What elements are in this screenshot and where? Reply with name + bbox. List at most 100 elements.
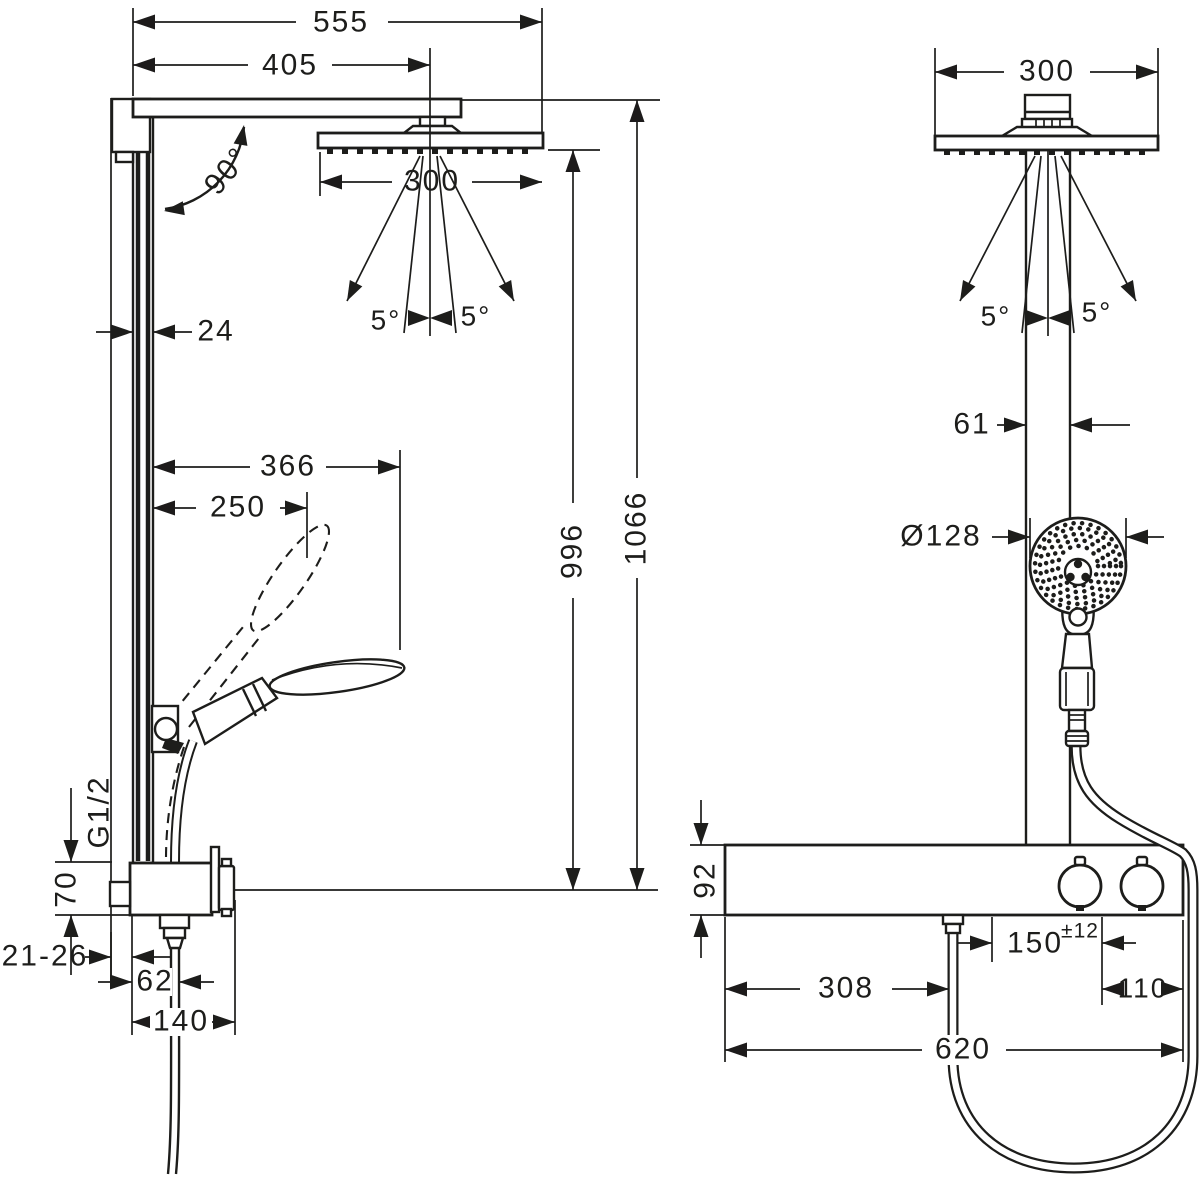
temperature-knob: [1119, 863, 1165, 909]
hub-hole-right: [1081, 572, 1090, 582]
wall-bracket-step: [114, 150, 135, 164]
outlet-step2: [162, 926, 187, 940]
spray-arrow-left: [347, 280, 363, 301]
dim-total-width-label: 555: [313, 6, 369, 39]
thermostat-valve-side: [108, 845, 658, 1175]
knob-tab-top: [220, 857, 233, 868]
dim-overhead-width-side-label: 300: [404, 165, 460, 198]
dim-valve-height-label: 70: [50, 870, 83, 907]
angle-bowtie-right-front: [1048, 310, 1070, 326]
valve-knob-side: [217, 864, 236, 912]
dim-knob-edge-label: 110: [1118, 973, 1169, 1004]
spray-outer-left: [346, 155, 421, 302]
ceiling-connector: [1023, 93, 1072, 121]
dimensions-side: 555 405 300 24 366 250: [2, 6, 660, 1038]
dim-handshower-diameter-label: Ø128: [900, 520, 981, 553]
hub-hole-top: [1073, 559, 1083, 569]
hose-nut: [1064, 729, 1090, 748]
spray-outer-right: [439, 155, 515, 302]
dim-bar-outlet-label: 308: [818, 972, 874, 1005]
spray-cone-side: 5° 5°: [346, 48, 515, 336]
spray-outer-right-front: [1060, 155, 1137, 302]
handshower-head-solid: [268, 658, 406, 696]
shower-arm: [131, 97, 463, 119]
side-view: 5° 5° 90°: [2, 6, 660, 1175]
dim-bar-width-label: 620: [935, 1033, 991, 1066]
angle-bowtie-left-front: [1026, 310, 1048, 326]
dim-spray-right-front-label: 5°: [1082, 297, 1113, 328]
dim-overhead-width-front-label: 300: [1019, 55, 1075, 88]
dim-thread-label: G1/2: [83, 775, 116, 848]
hang-hole: [1068, 607, 1088, 627]
dim-bar-depth-label: 24: [197, 315, 234, 348]
handle-joint2: [251, 683, 268, 712]
dim-pipe-width-label: 61: [953, 408, 990, 441]
select-knob: [1057, 863, 1103, 909]
handle-sleeve: [1058, 666, 1096, 712]
thermostat-bar-front: [723, 843, 1185, 917]
bottom-hose-right-edge: [174, 947, 181, 1175]
hub-hole-left: [1066, 572, 1075, 582]
angle-bowtie-right: [430, 310, 452, 326]
arm-angle-annotation: 90°: [164, 125, 256, 216]
dim-spray-left-front-label: 5°: [981, 301, 1012, 332]
hose-front: [947, 745, 1199, 1174]
dim-hose-offset-label: 62: [136, 965, 173, 998]
spray-cone-front: 5° 5°: [959, 100, 1137, 336]
dim-wall-distance-label: 21-26: [2, 940, 89, 973]
spray-arrow-left-front: [960, 280, 976, 301]
angle-arrow-bottom: [164, 201, 185, 216]
dimensions-front: 300 61 Ø128 92 150 ±12: [689, 48, 1184, 1066]
dim-valve-depth-label: 140: [153, 1005, 209, 1038]
spray-arrow-right: [498, 280, 514, 301]
knob-tab-bottom: [220, 907, 233, 918]
hose-dashed-position: [164, 746, 185, 860]
wall-supply: [108, 880, 132, 908]
angle-arrow-top: [233, 125, 248, 146]
wall-and-bar: [110, 97, 155, 977]
outlet-front-step2: [944, 922, 962, 935]
outlet-taper: [165, 936, 185, 950]
overhead-front: [933, 93, 1160, 155]
handshower-handle: [191, 676, 279, 746]
head-connector: [418, 115, 447, 128]
thermostat-bar: [723, 843, 1185, 917]
hose-body: [949, 745, 1197, 1172]
handshower-head-dashed: [249, 523, 331, 633]
hand-shower-side: [150, 523, 406, 863]
handle-taper: [1060, 632, 1094, 670]
dim-bar-height-label: 92: [689, 861, 722, 898]
temperature-knob-tab: [1138, 905, 1146, 911]
hose-outline: [947, 745, 1199, 1174]
spray-arrow-right-front: [1120, 280, 1136, 301]
spray-outer-left-front: [959, 155, 1036, 302]
dim-height-spray-label: 996: [556, 523, 589, 579]
angle-bowtie-left: [408, 310, 430, 326]
dim-spray-left-label: 5°: [371, 305, 402, 336]
holder-shadow: [162, 738, 184, 754]
dim-height-overall-label: 1066: [620, 491, 653, 566]
handle-dashed-edge1: [171, 626, 244, 715]
overhead-plate-front: [933, 134, 1160, 152]
outlet-step1: [158, 913, 191, 930]
valve-body: [128, 861, 214, 917]
spray-inner-right: [436, 155, 457, 334]
bar-outlet-front: [941, 913, 965, 935]
temperature-knob-marker: [1135, 855, 1149, 867]
handshower-hose-body: [172, 739, 196, 863]
outlet-front-step1: [941, 913, 965, 926]
handshower-head-shade: [271, 662, 403, 681]
front-view: 5° 5°: [689, 48, 1199, 1174]
handle-joint1: [241, 688, 258, 717]
shower-arm-side: [131, 97, 545, 154]
dim-outlet-knob-tol-label: ±12: [1061, 920, 1099, 943]
hand-shower-front: [1028, 516, 1128, 748]
dim-reach-label: 366: [260, 450, 316, 483]
spray-nozzle-dots: [1032, 520, 1124, 612]
dim-reach-up-label: 250: [210, 491, 266, 524]
select-knob-marker: [1073, 855, 1087, 867]
holder-pivot: [153, 716, 179, 742]
select-knob-tab: [1076, 905, 1084, 911]
